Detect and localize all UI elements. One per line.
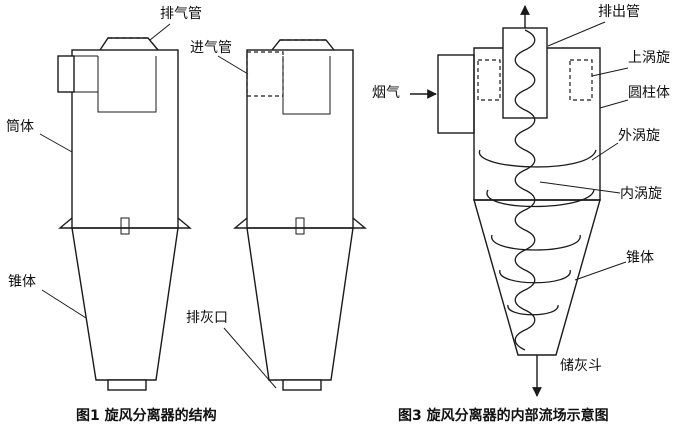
fig3-inner-vortex-spiral xyxy=(514,29,536,351)
fig3-outer-vortex-1 xyxy=(479,149,597,168)
fig3-cone-body xyxy=(473,199,601,356)
fig3-caption: 图3 旋风分离器的内部流场示意图 xyxy=(398,407,609,424)
fig3-label-outlet-pipe: 排出管 xyxy=(598,4,640,20)
fig1-left-inner-pipe xyxy=(97,56,157,113)
fig1-label-inlet-pipe: 进气管 xyxy=(190,40,232,56)
fig1-left-window xyxy=(120,217,130,235)
fig1-left-inlet-flange xyxy=(57,55,75,93)
fig1-left-cone-body xyxy=(71,227,179,381)
fig3-upper-vortex-right xyxy=(569,59,593,101)
fig3-upper-vortex-left xyxy=(477,59,501,101)
fig3-label-ash-hopper: 储灰斗 xyxy=(560,358,602,374)
fig1-left-cylinder-body xyxy=(71,49,179,229)
fig1-right-inner-pipe xyxy=(282,56,331,115)
fig1-right-ash-outlet xyxy=(282,379,322,391)
fig1-right-exhaust-pipe xyxy=(271,39,335,51)
fig1-left-ash-outlet xyxy=(107,379,147,391)
fig1-right-cylinder-body xyxy=(246,49,354,229)
fig3-label-flue-gas: 烟气 xyxy=(372,85,400,101)
fig1-label-ash-outlet: 排灰口 xyxy=(186,310,228,326)
fig3-label-cylinder: 圆柱体 xyxy=(628,85,670,101)
fig1-left-exhaust-pipe xyxy=(99,37,159,51)
fig3-label-upper-vortex: 上涡旋 xyxy=(628,50,670,66)
fig1-cyclone-right xyxy=(233,39,367,391)
fig1-right-cone-body xyxy=(246,227,354,381)
fig3-label-cone: 锥体 xyxy=(626,250,654,266)
fig3-outlet-pipe xyxy=(502,27,548,119)
fig1-caption: 图1 旋风分离器的结构 xyxy=(76,407,217,424)
fig1-label-cone: 锥体 xyxy=(8,274,36,290)
fig3-cyclone xyxy=(410,5,601,397)
fig3-label-outer-vortex: 外涡旋 xyxy=(618,128,660,144)
fig1-label-cylinder: 筒体 xyxy=(6,118,34,135)
fig1-label-exhaust-pipe: 排气管 xyxy=(160,6,202,22)
fig3-label-inner-vortex: 内涡旋 xyxy=(620,186,662,202)
fig1-cyclone-left xyxy=(57,37,192,391)
fig1-right-window xyxy=(295,217,305,235)
fig3-inlet-duct xyxy=(437,54,475,134)
